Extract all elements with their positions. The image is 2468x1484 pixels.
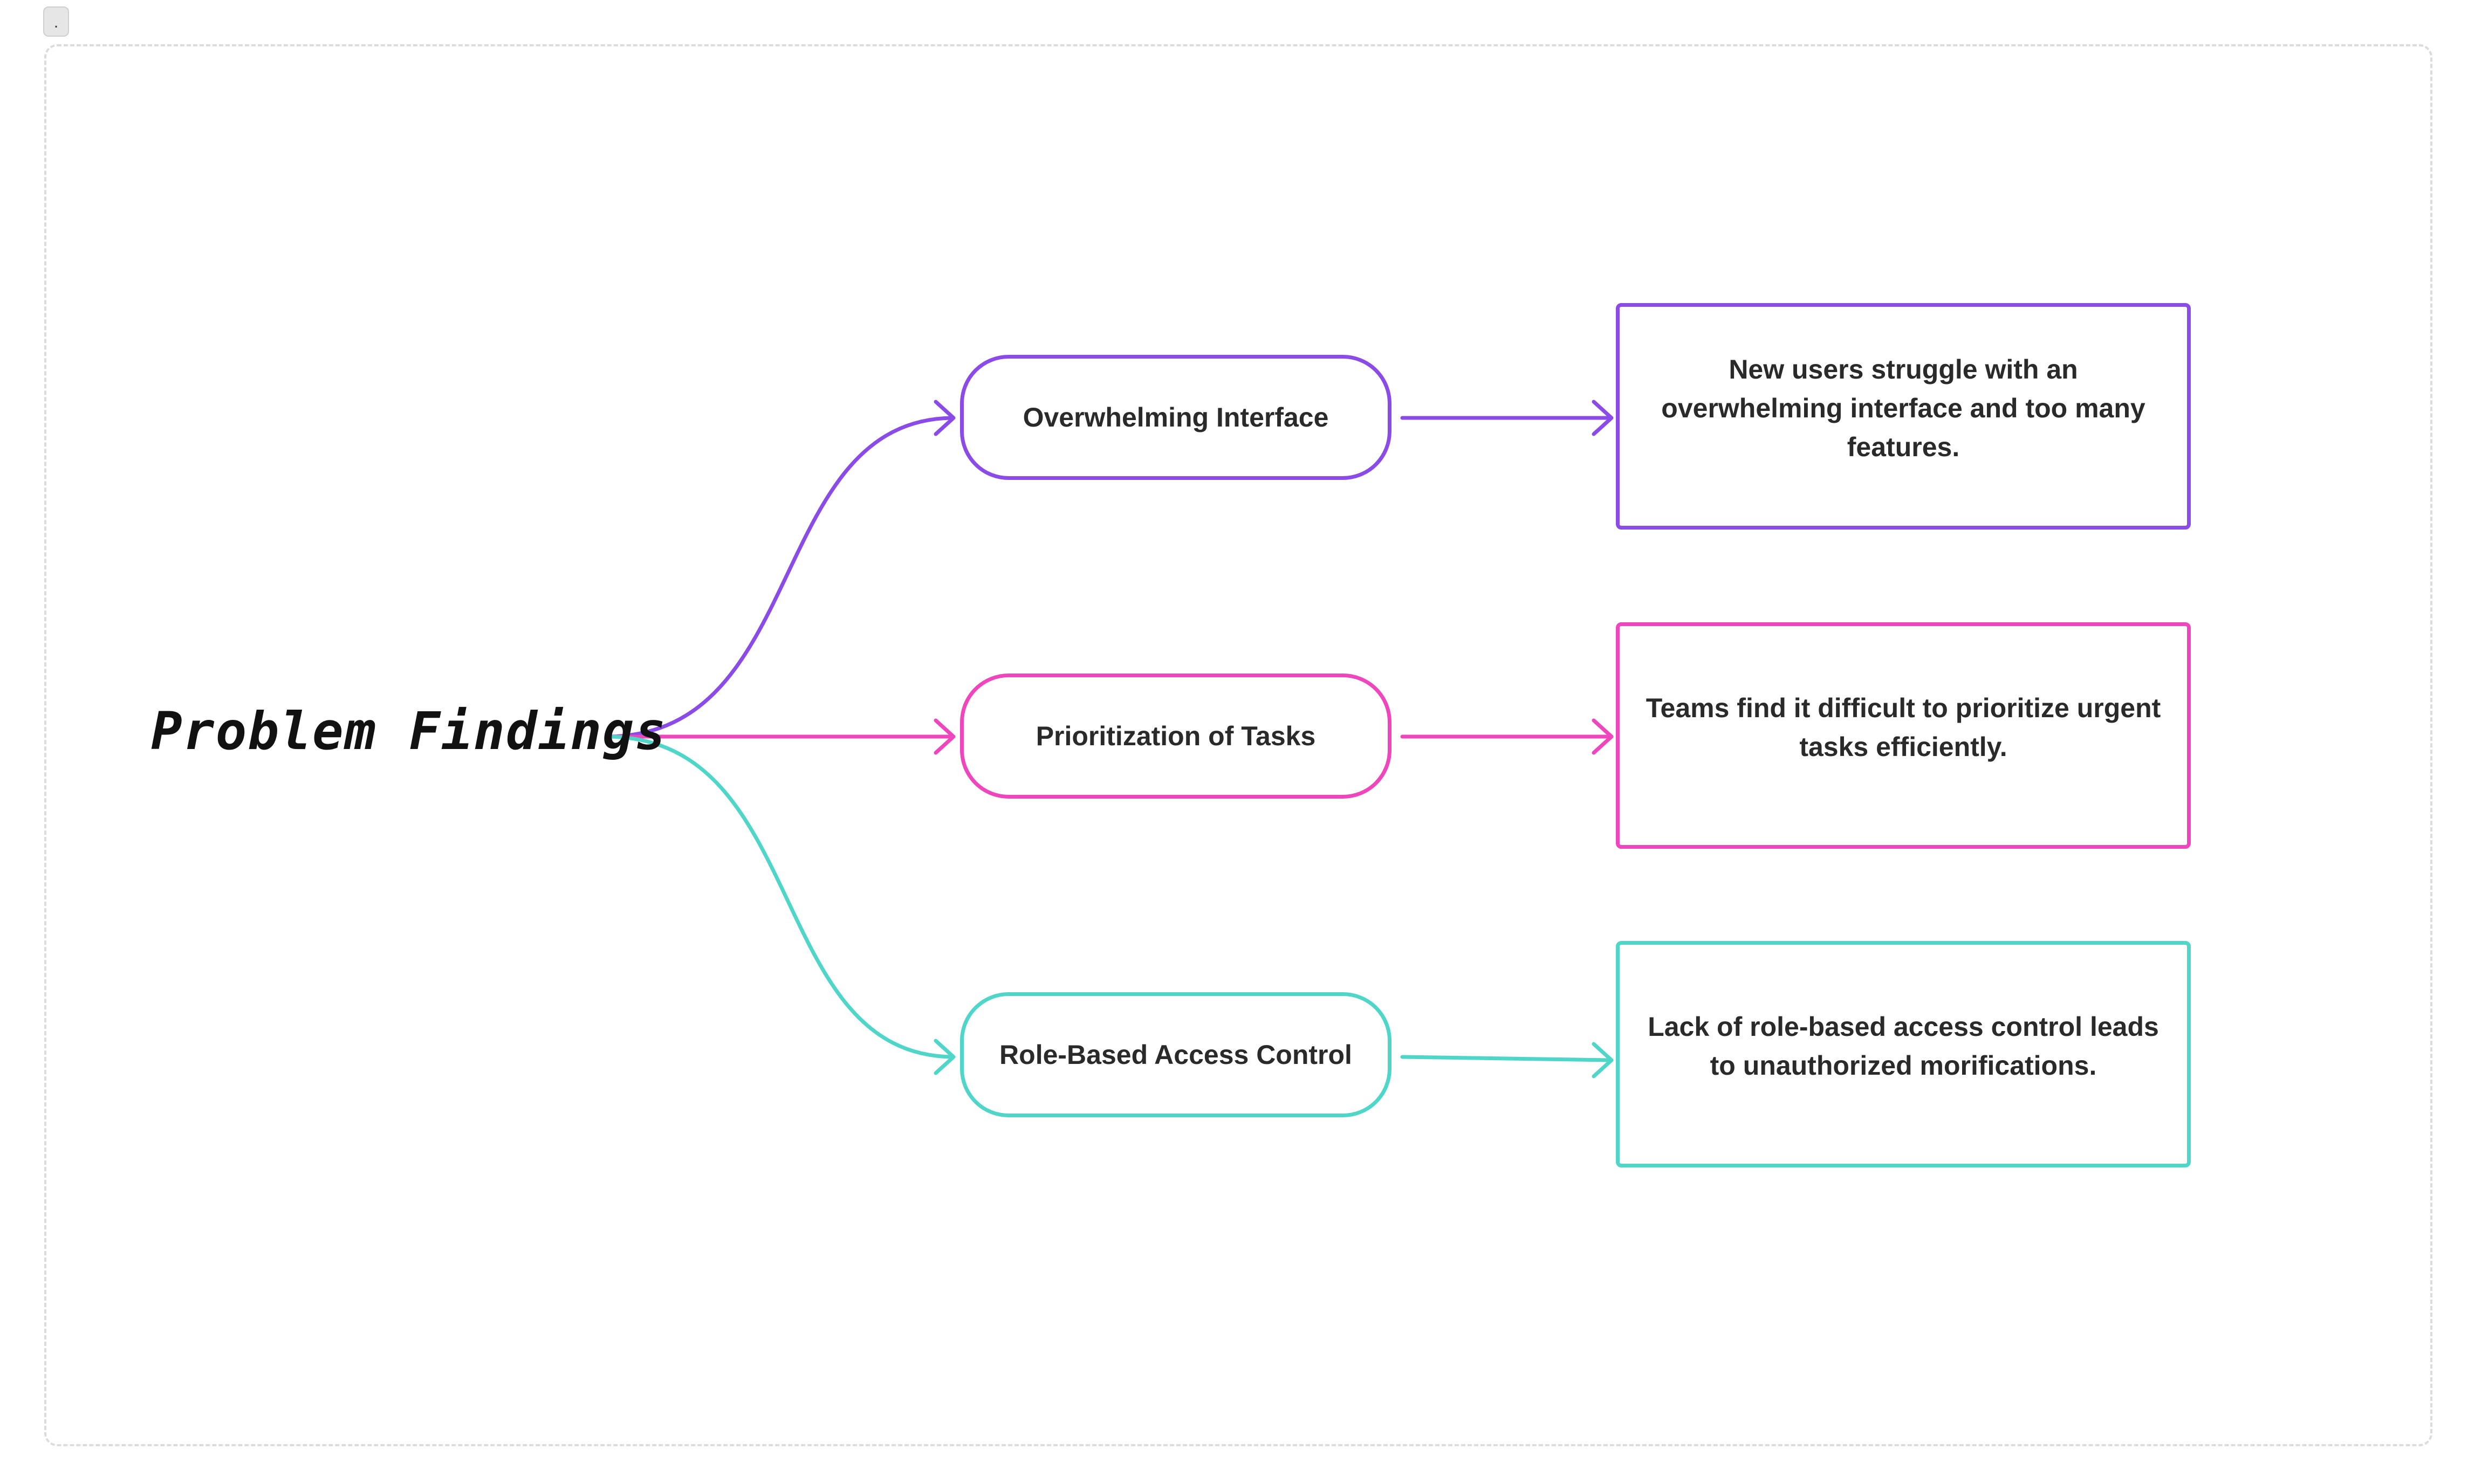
finding-node-label: Prioritization of Tasks: [1036, 721, 1316, 751]
finding-node-label: Role-Based Access Control: [999, 1040, 1352, 1070]
arrowhead-2b: [1592, 718, 1614, 755]
diagram-frame: [44, 44, 2432, 1446]
finding-description-box[interactable]: Lack of role-based access control leads …: [1616, 941, 2191, 1167]
arrowhead-3: [934, 1039, 956, 1075]
finding-description-text: New users struggle with an overwhelming …: [1661, 354, 2145, 462]
corner-tag[interactable]: .: [43, 6, 69, 37]
arrowhead-1: [934, 400, 956, 436]
finding-description-text: Teams find it difficult to prioritize ur…: [1646, 693, 2161, 762]
finding-description-text: Lack of role-based access control leads …: [1648, 1012, 2159, 1081]
curve-connector-1: [605, 416, 954, 739]
curve-connector-3: [605, 734, 954, 1059]
arrowhead-1b: [1592, 400, 1614, 436]
finding-node-label: Overwhelming Interface: [1023, 402, 1329, 432]
finding-description-box[interactable]: Teams find it difficult to prioritize ur…: [1616, 622, 2191, 849]
finding-description-box[interactable]: New users struggle with an overwhelming …: [1616, 303, 2191, 530]
finding-node-role-based-access-control[interactable]: Role-Based Access Control: [960, 992, 1391, 1117]
diagram-title: Problem Findings: [151, 701, 667, 761]
finding-node-prioritization-of-tasks[interactable]: Prioritization of Tasks: [960, 674, 1391, 799]
finding-node-overwhelming-interface[interactable]: Overwhelming Interface: [960, 355, 1391, 480]
straight-connector-3: [1400, 1055, 1612, 1062]
arrowhead-2: [934, 718, 956, 755]
arrowhead-3b: [1592, 1042, 1614, 1078]
